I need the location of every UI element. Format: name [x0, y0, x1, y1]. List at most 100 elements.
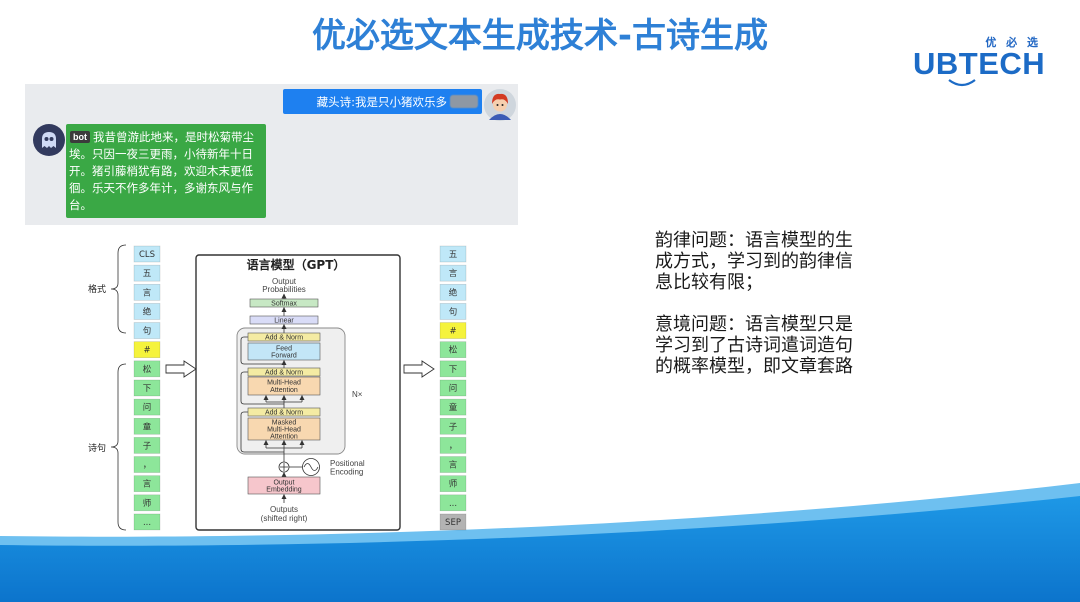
input-token: 言	[133, 283, 161, 301]
input-token-box	[133, 245, 161, 263]
linear-label: Linear	[274, 318, 294, 325]
repeat-label: N×	[352, 390, 363, 399]
positional-encoding-label: Positional	[330, 459, 365, 468]
input-token-box	[133, 360, 161, 378]
input-token: 师	[133, 494, 161, 512]
input-token: 子	[133, 437, 161, 454]
output-token: 松	[439, 341, 467, 359]
output-token: 子	[439, 417, 467, 435]
output-token: ...	[439, 494, 467, 512]
outputs-label: (shifted right)	[261, 514, 308, 523]
output-token-label: 五	[449, 250, 458, 260]
input-token-label: 句	[143, 326, 152, 337]
ubtech-logo: 优 必 选 UBTECH	[905, 30, 1045, 90]
bot-message-line: 台。	[69, 198, 92, 212]
add-norm-label: Add & Norm	[265, 335, 303, 342]
output-embedding-label: Output	[273, 480, 294, 487]
input-token-label: 子	[143, 441, 152, 451]
input-token-label: 童	[143, 421, 152, 432]
wave-main	[0, 496, 1080, 602]
input-token-label: 松	[143, 364, 152, 375]
input-token-label: 言	[143, 287, 152, 298]
input-token-box	[133, 398, 161, 416]
masked-attention-label: Attention	[270, 434, 298, 441]
notes-line: 韵律问题：语言模型的生	[655, 230, 853, 251]
notes-line: 意境问题：语言模型只是	[655, 314, 853, 335]
add-norm-block	[247, 332, 321, 342]
output-token-box	[439, 475, 467, 492]
output-token-label: 松	[449, 345, 458, 356]
multi-head-attention-label: Attention	[270, 387, 298, 394]
input-token-label: 师	[143, 498, 152, 509]
input-arrow	[165, 360, 197, 378]
add-icon	[278, 461, 290, 473]
bot-avatar-icon	[33, 124, 65, 156]
artistic-problem-paragraph: 意境问题：语言模型只是 学习到了古诗词遣词造句 的概率模型，即文章套路	[655, 314, 885, 377]
output-token-label: #	[449, 327, 456, 337]
input-token: 言	[133, 475, 161, 492]
notes-line: 的概率模型，即文章套路	[655, 356, 853, 377]
poem-brace	[110, 363, 127, 531]
output-token-label: 句	[449, 306, 458, 317]
rhythm-problem-paragraph: 韵律问题：语言模型的生 成方式，学习到的韵律信 息比较有限；	[655, 230, 885, 293]
model-title: 语言模型（GPT）	[247, 257, 346, 272]
output-token-box	[439, 437, 467, 454]
bot-message-line: 埃。只因一夜三更雨，小待新年十日	[69, 147, 253, 161]
input-token-box	[133, 437, 161, 454]
input-token: 问	[133, 398, 161, 416]
input-token: 句	[133, 322, 161, 339]
output-token: #	[439, 322, 467, 339]
input-token-column: CLS五言绝句#松下问童子，言师...	[133, 245, 161, 531]
bot-message-line: 徊。乐天不作多年计，多谢东风与作	[69, 181, 253, 195]
input-token-box	[133, 283, 161, 301]
logo-chinese-text: 优 必 选	[985, 36, 1041, 49]
output-token-label: ...	[449, 499, 457, 509]
input-token-label: #	[143, 346, 150, 356]
outputs-label: Outputs	[270, 505, 298, 514]
output-token: 师	[439, 475, 467, 492]
feed-forward-label: Forward	[271, 353, 297, 360]
output-token: 绝	[439, 283, 467, 301]
output-token-label: 绝	[449, 287, 458, 298]
input-token-label: 问	[143, 403, 152, 413]
notes-line: 学习到了古诗词遣词造句	[655, 335, 853, 356]
input-token-label: 言	[143, 479, 152, 490]
input-token-label: CLS	[139, 250, 155, 260]
output-token: 下	[439, 360, 467, 378]
input-token-label: ...	[143, 518, 151, 528]
output-token-box	[439, 360, 467, 378]
input-token-label: 五	[143, 269, 152, 279]
add-norm-block	[247, 407, 321, 417]
input-token: 下	[133, 379, 161, 397]
redacted-block	[450, 95, 478, 108]
output-token-box	[439, 303, 467, 320]
positional-encoding-label: Encoding	[330, 468, 363, 477]
input-token-box	[133, 456, 161, 473]
slide-title: 优必选文本生成技术-古诗生成	[311, 16, 769, 56]
output-probabilities-label: Probabilities	[262, 285, 306, 294]
bot-message-line: 开。猪引藤梢犹有路，欢迎木末更低	[69, 164, 253, 178]
input-token-box	[133, 303, 161, 320]
residual-line	[240, 336, 284, 365]
output-token-box	[439, 513, 467, 531]
add-norm-label: Add & Norm	[265, 410, 303, 417]
input-token-box	[133, 322, 161, 339]
output-token-label: 子	[449, 422, 458, 432]
input-token-box	[133, 494, 161, 512]
notes-line: 息比较有限；	[655, 272, 763, 293]
user-message-bubble: 藏头诗:我是只小猪欢乐多	[283, 89, 482, 114]
softmax-label: Softmax	[271, 301, 297, 308]
add-norm-block	[247, 367, 321, 377]
output-token-label: 师	[449, 479, 458, 490]
notes-line: 成方式，学习到的韵律信	[655, 251, 853, 272]
output-token-label: SEP	[445, 518, 461, 528]
input-token: #	[133, 341, 161, 359]
output-token: 问	[439, 379, 467, 397]
input-token: CLS	[133, 245, 161, 263]
input-token: 松	[133, 360, 161, 378]
